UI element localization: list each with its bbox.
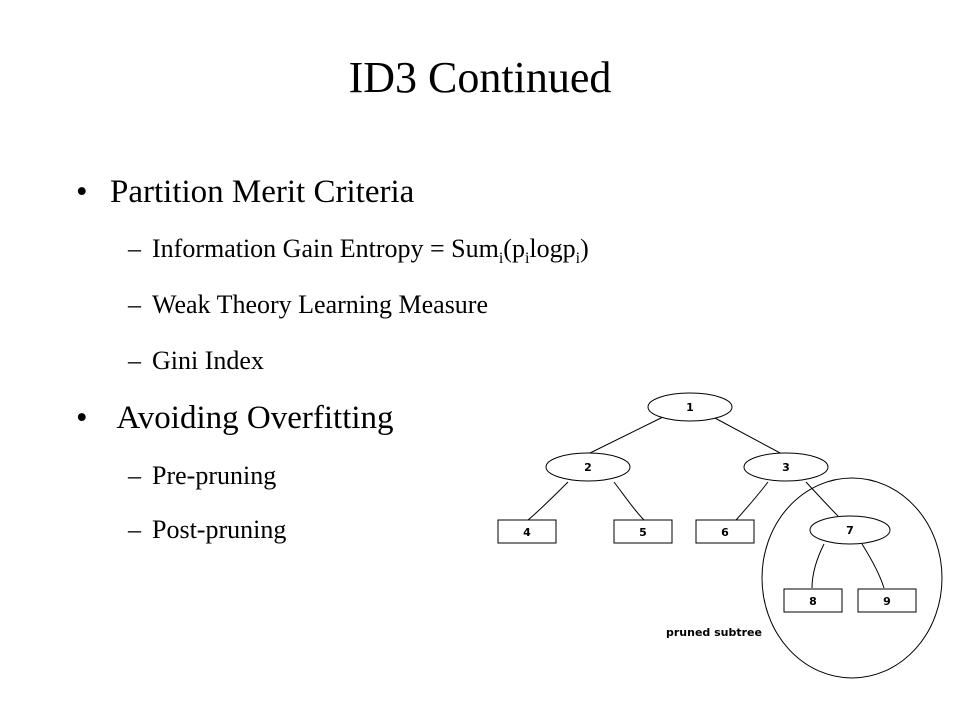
node-5-shape (613, 519, 673, 544)
dash-marker: – (128, 234, 141, 263)
node-3-shape (743, 452, 829, 482)
edge-7-8 (811, 543, 825, 589)
node-2-shape (545, 452, 631, 482)
slide-title: ID3 Continued (348, 53, 612, 102)
post-pruning-text: Post-pruning (152, 515, 287, 544)
pruned-subtree-caption: pruned subtree (666, 626, 762, 639)
pruned-subtree-circle (761, 477, 943, 679)
node-8-shape (783, 588, 843, 613)
dash-marker: – (128, 346, 141, 375)
heading-partition-merit: Partition Merit Criteria (110, 174, 415, 210)
gini-index-text: Gini Index (152, 346, 264, 375)
edge-3-7 (805, 481, 839, 517)
edge-2-5 (613, 481, 645, 521)
pre-pruning-text: Pre-pruning (152, 461, 277, 490)
node-3-label: 3 (782, 461, 790, 474)
node-1-label: 1 (686, 401, 694, 414)
dash-marker: – (128, 515, 141, 544)
bullet-marker: • (76, 400, 88, 436)
node-7-label: 7 (846, 524, 854, 537)
edge-1-3 (712, 416, 783, 455)
node-6-shape (695, 519, 755, 544)
node-1-shape (647, 392, 733, 422)
node-7-shape (809, 515, 891, 545)
edge-3-6 (735, 481, 769, 521)
bullet-marker: • (76, 174, 88, 210)
node-8-label: 8 (809, 595, 817, 608)
edge-7-9 (861, 543, 885, 589)
node-6-label: 6 (721, 526, 729, 539)
node-2-label: 2 (584, 461, 592, 474)
dash-marker: – (128, 290, 141, 319)
dash-marker: – (128, 461, 141, 490)
node-4-shape (497, 519, 557, 544)
heading-avoiding-overfitting: Avoiding Overfitting (110, 400, 394, 436)
weak-theory-text: Weak Theory Learning Measure (152, 290, 489, 319)
node-5-label: 5 (639, 526, 647, 539)
information-gain-text: Information Gain Entropy = Sumi(pilogpi) (152, 234, 589, 268)
edge-1-2 (587, 416, 664, 455)
node-9-label: 9 (883, 595, 891, 608)
node-4-label: 4 (523, 526, 531, 539)
node-9-shape (857, 588, 917, 613)
edge-2-4 (527, 481, 569, 521)
